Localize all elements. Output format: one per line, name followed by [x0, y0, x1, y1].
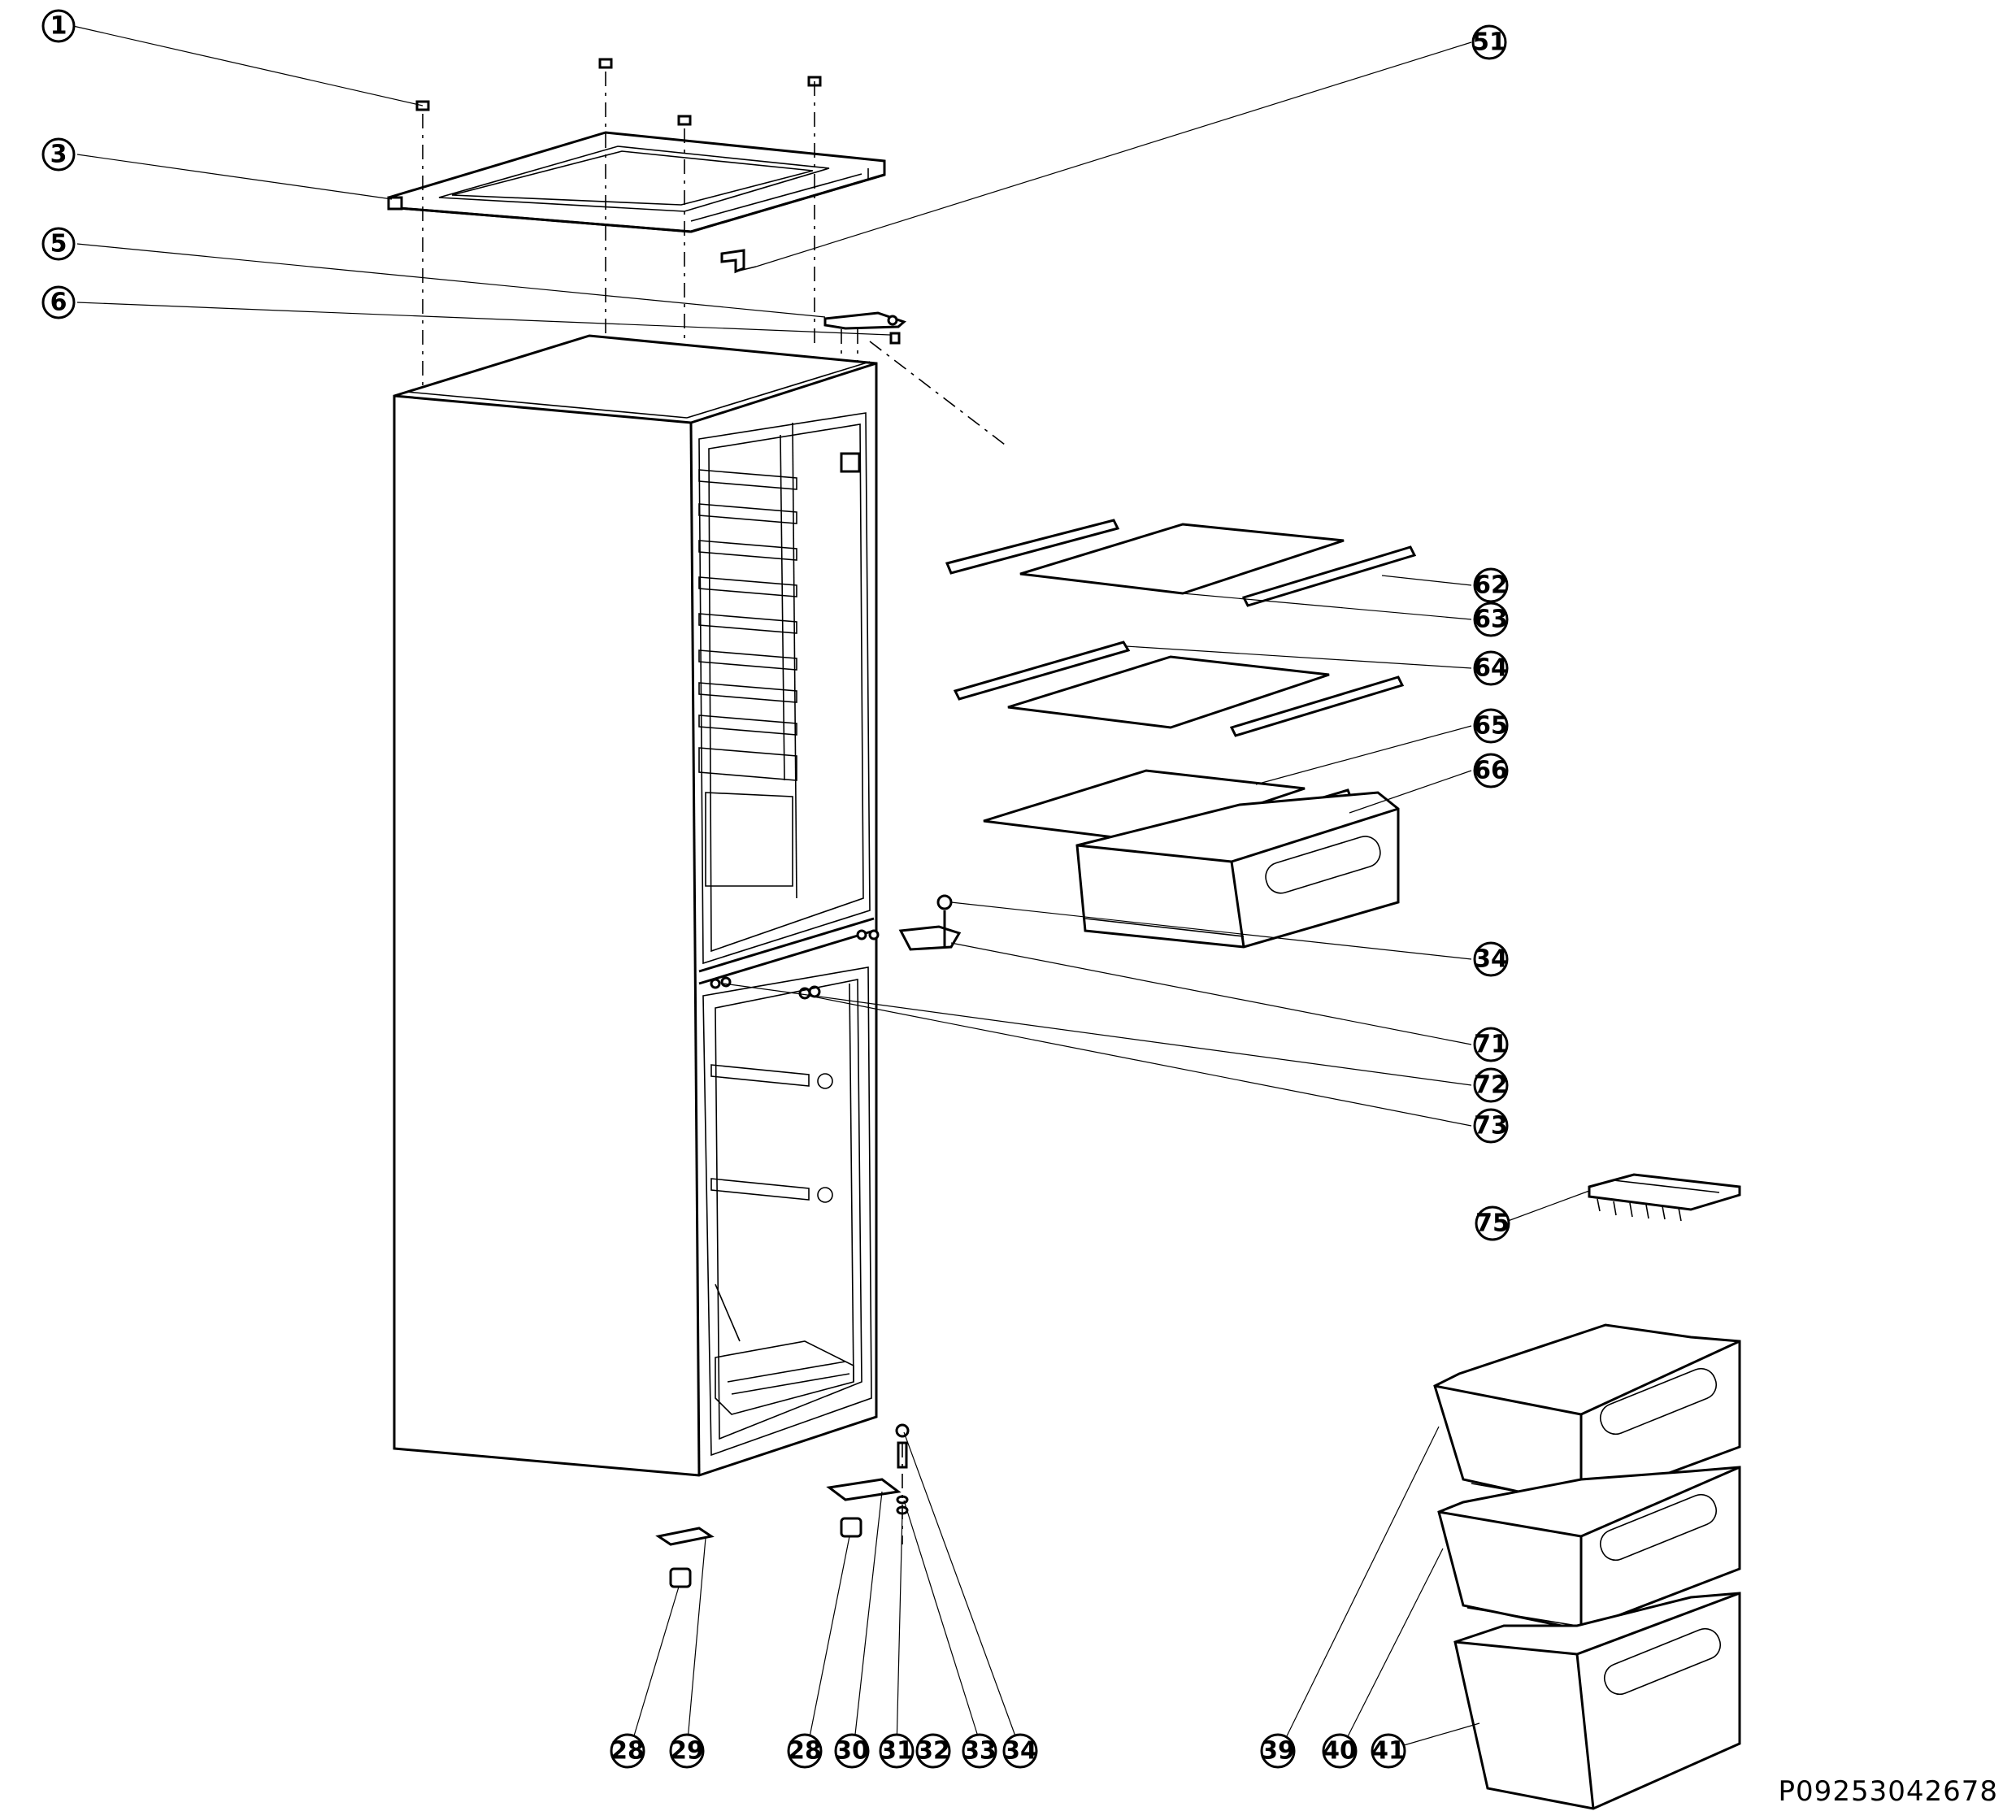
callout-label: 34	[1474, 945, 1508, 974]
callout-label: 62	[1474, 571, 1508, 600]
callout-34-upper: 34	[1473, 941, 1509, 977]
callout-label: 72	[1474, 1071, 1508, 1100]
callout-6: 6	[41, 285, 76, 319]
freezer-drawer-40	[1437, 1466, 1741, 1631]
callout-label: 32	[916, 1737, 950, 1766]
callout-label: 30	[835, 1737, 869, 1766]
bottom-parts	[655, 1423, 910, 1588]
callout-29: 29	[669, 1733, 705, 1769]
middle-hinge	[898, 894, 962, 951]
top-hinge	[823, 311, 906, 345]
callout-label: 63	[1474, 606, 1508, 634]
callout-label: 65	[1474, 712, 1508, 741]
callout-label: 73	[1474, 1112, 1508, 1140]
callout-label: 6	[50, 289, 67, 317]
ice-tray	[1588, 1173, 1741, 1222]
callout-32: 32	[915, 1733, 951, 1769]
callout-label: 40	[1323, 1737, 1357, 1766]
callout-label: 28	[788, 1737, 822, 1766]
leader-lines	[72, 25, 1590, 1750]
callout-label: 33	[962, 1737, 997, 1766]
callout-1: 1	[41, 9, 76, 43]
callout-label: 66	[1474, 757, 1508, 785]
bracket-51	[720, 249, 757, 274]
callout-66: 66	[1473, 753, 1509, 788]
freezer-drawer-41	[1453, 1592, 1741, 1810]
shelf-rails	[698, 469, 797, 781]
callout-64: 64	[1473, 650, 1509, 686]
callout-62: 62	[1473, 567, 1509, 603]
callout-51: 51	[1471, 24, 1507, 60]
callout-label: 31	[880, 1737, 914, 1766]
callout-label: 29	[670, 1737, 704, 1766]
callouts: 1 3 5 6 51 62 63 64 65 66 34 71 72 73 75…	[41, 9, 1510, 1769]
callout-3: 3	[41, 137, 76, 172]
callout-40: 40	[1322, 1733, 1358, 1769]
screws	[415, 58, 822, 126]
callout-label: 39	[1261, 1737, 1295, 1766]
callout-label: 75	[1475, 1210, 1510, 1238]
callout-65: 65	[1473, 708, 1509, 744]
callout-34-lower: 34	[1002, 1733, 1038, 1769]
callout-28-right: 28	[787, 1733, 823, 1769]
crisper-drawer	[1075, 791, 1400, 949]
callout-5: 5	[41, 227, 76, 261]
callout-label: 34	[1003, 1737, 1037, 1766]
top-cover	[387, 131, 886, 233]
callout-label: 28	[610, 1737, 645, 1766]
callout-label: 64	[1474, 654, 1508, 683]
document-code: P09253042678	[1778, 1775, 1998, 1808]
callout-41: 41	[1371, 1733, 1406, 1769]
callout-28-left: 28	[610, 1733, 645, 1769]
callout-label: 41	[1371, 1737, 1406, 1766]
callout-30: 30	[834, 1733, 870, 1769]
callout-39: 39	[1260, 1733, 1296, 1769]
callout-label: 3	[50, 141, 67, 169]
callout-33: 33	[962, 1733, 997, 1769]
callout-73: 73	[1473, 1108, 1509, 1144]
callout-label: 71	[1474, 1031, 1508, 1059]
callout-31: 31	[879, 1733, 915, 1769]
cabinet	[393, 334, 880, 1477]
callout-label: 5	[50, 230, 67, 258]
callout-label: 1	[50, 12, 67, 41]
callout-71: 71	[1473, 1027, 1509, 1062]
callout-63: 63	[1473, 602, 1509, 637]
callout-72: 72	[1473, 1067, 1509, 1103]
callout-label: 51	[1472, 28, 1506, 57]
callout-75: 75	[1475, 1205, 1510, 1241]
